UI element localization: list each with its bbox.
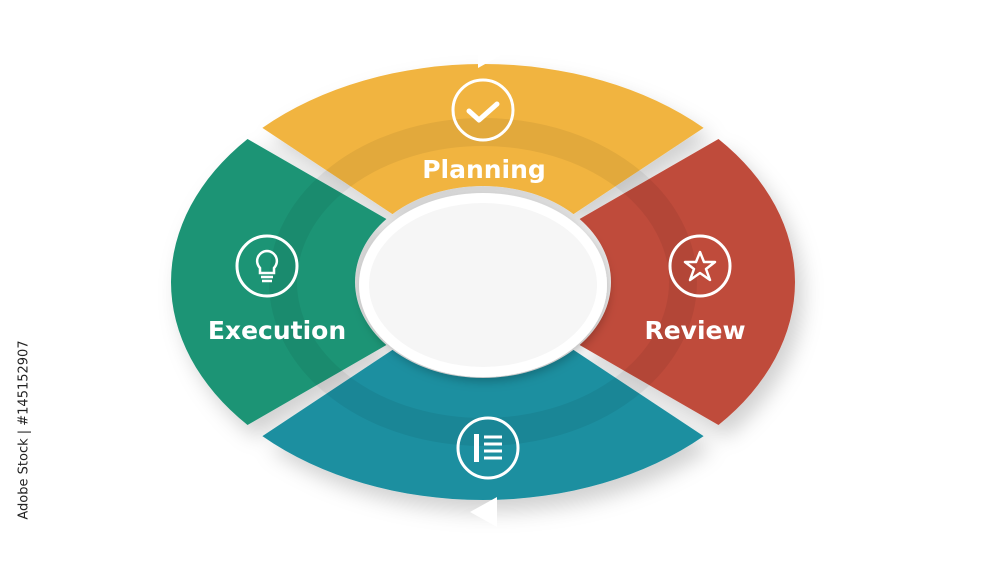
execution-label: Execution	[208, 316, 346, 345]
check-icon	[451, 78, 515, 142]
planning-label: Planning	[422, 155, 546, 184]
segment-monitoring	[262, 349, 704, 500]
arrow-top-icon	[478, 38, 505, 68]
segment-review	[579, 138, 795, 426]
stock-id-text: Adobe Stock | #145152907	[16, 340, 32, 520]
review-label: Review	[644, 316, 745, 345]
segment-execution	[170, 138, 387, 426]
lightbulb-icon	[235, 234, 299, 298]
star-icon	[668, 234, 732, 298]
arrow-bottom-icon	[470, 497, 497, 527]
list-icon	[456, 416, 520, 480]
